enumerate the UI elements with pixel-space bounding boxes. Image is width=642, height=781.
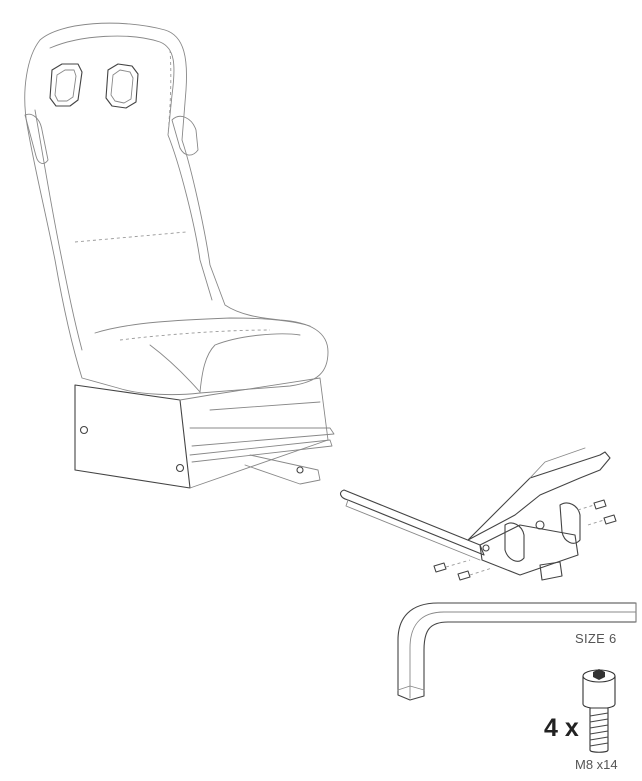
bolt-spec-label: M8 x14 [575,757,618,772]
racing-seat [24,22,335,489]
wrench-size-label: SIZE 6 [575,631,617,646]
hex-key [397,602,637,701]
bolt-quantity-label: 4 x [544,714,579,742]
slider-lever-bracket [339,447,617,581]
bolt-icon [582,669,616,753]
